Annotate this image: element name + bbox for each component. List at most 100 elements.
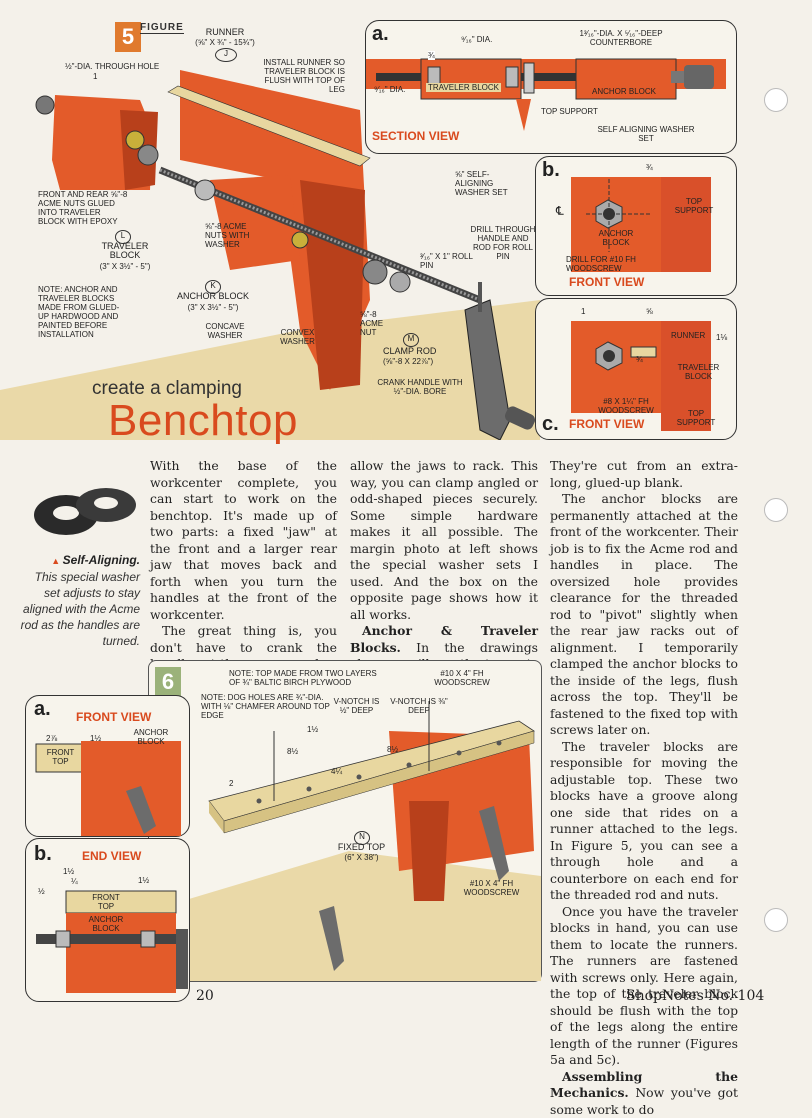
figure-6-screw-bottom: #10 x 4" Fh WOODSCREW — [454, 879, 529, 897]
binder-hole-middle — [764, 498, 788, 522]
inset-6b-d3: 1½ — [138, 876, 149, 885]
dim-1: 1 — [93, 72, 97, 81]
figure-6-number: 6 — [155, 667, 181, 697]
inset-5b-top-support: TOP SUPPORT — [674, 197, 714, 215]
install-runner-note: INSTALL RUNNER SO TRAVELER BLOCK IS FLUS… — [250, 58, 345, 94]
inset-6b-anchor: ANCHOR BLOCK — [86, 915, 126, 933]
figure-6-vnotch-2: V-NOTCH IS ⅜" DEEP — [389, 697, 449, 715]
washer-photo — [28, 480, 138, 540]
figure-6-note-2: NOTE: DOG HOLES ARE ¾"-DIA. WITH ⅛" CHAM… — [201, 693, 331, 720]
figure-6-d2: 8½ — [287, 747, 298, 756]
inset-6b-d4: ½ — [38, 887, 45, 896]
figure-6-fixed-top: FIXED TOP — [324, 843, 399, 852]
acme-nuts-washer-label: ⅝"-8 ACME NUTS WITH WASHER — [205, 222, 250, 249]
inset-5c-runner: RUNNER — [671, 331, 705, 340]
inset-6b-d2: ¼ — [71, 877, 78, 886]
blocks-note: NOTE: ANCHOR AND TRAVELER BLOCKS MADE FR… — [38, 285, 130, 339]
inset-5c-title: FRONT VIEW — [569, 417, 644, 431]
figure-6-note-1: NOTE: TOP MADE FROM TWO LAYERS OF ¾" BAL… — [229, 669, 379, 687]
inset-5a: a. ⁹⁄₁₆" DIA. 1³⁄₁₆"-DIA. x ⁵⁄₁₆"-DEEP C… — [365, 20, 737, 154]
col3-para-1: They're cut from an extra-long, glued-up… — [550, 458, 738, 491]
binder-hole-top — [764, 88, 788, 112]
clamp-rod-label: CLAMP ROD — [383, 347, 463, 356]
inset-6a-anchor: ANCHOR BLOCK — [126, 728, 176, 746]
inset-5a-counterbore: 1³⁄₁₆"-DIA. x ⁵⁄₁₆"-DEEP COUNTERBORE — [561, 29, 681, 47]
self-aligning-washer-label: ⅝" SELF-ALIGNING WASHER SET — [455, 170, 525, 197]
page-number: 20 — [196, 988, 214, 1004]
inset-5c-dim1: 1 — [581, 307, 585, 316]
roll-pin-label: ³⁄₁₆" x 1" ROLL PIN — [420, 252, 475, 270]
runner-label: RUNNER — [195, 28, 255, 37]
inset-5b-letter: b. — [542, 159, 560, 182]
inset-5b-anchor: ANCHOR BLOCK — [591, 229, 641, 247]
inset-5c-dim3: 1⅛ — [716, 333, 727, 342]
inset-6a-front-top: FRONT TOP — [38, 748, 83, 766]
inset-6b-letter: b. — [34, 843, 52, 866]
half-dia-hole-label: ½"-DIA. THROUGH HOLE — [65, 62, 185, 71]
caption-title-text: Self-Aligning. — [63, 553, 140, 567]
inset-5b: b. ¾ ℄ TOP SUPPORT ANCHOR BLOCK DRILL FO… — [535, 156, 737, 296]
col3-para-5: Assembling the Mechanics. Now you've got… — [550, 1069, 738, 1118]
inset-5a-anchor: ANCHOR BLOCK — [584, 87, 664, 96]
inset-5a-traveler: TRAVELER BLOCK — [426, 83, 501, 92]
anchor-block-label: ANCHOR BLOCK — [168, 292, 258, 301]
clamp-dims: (⅝"-8 x 22⅞") — [383, 357, 463, 366]
inset-5b-dim: ¾ — [646, 163, 653, 172]
inset-6a: a. FRONT VIEW 2⅞ 1½ ANCHOR BLOCK FRONT T… — [25, 695, 190, 837]
concave-washer-label: CONCAVE WASHER — [195, 322, 255, 340]
col3-para-2: The anchor blocks are permanently attach… — [550, 491, 738, 739]
inset-6a-d2: 1½ — [90, 734, 101, 743]
inset-6a-d1: 2⅞ — [46, 734, 57, 743]
inset-5a-top-support: TOP SUPPORT — [541, 107, 598, 116]
inset-5c-screw: #8 x 1¼" Fh WOODSCREW — [591, 397, 661, 415]
figure-6-d1: 1½ — [307, 725, 318, 734]
inset-5a-washer: SELF ALIGNING WASHER SET — [591, 125, 701, 143]
runner-letter: J — [215, 48, 237, 62]
inset-5c-top-support: TOP SUPPORT — [676, 409, 716, 427]
caption-body: This special washer set adjusts to stay … — [20, 569, 140, 649]
figure-6-d3: 8½ — [387, 745, 398, 754]
magazine-issue: ShopNotes No. 104 — [626, 988, 764, 1004]
inset-5b-cl: ℄ — [556, 207, 564, 216]
inset-5a-three-quarter: ¾ — [428, 51, 435, 60]
inset-5c: 1 ⅝ RUNNER 1⅛ ¾ TRAVELER BLOCK #8 x 1¼" … — [535, 298, 737, 440]
acme-nut-label: ⅝"-8 ACME NUT — [360, 310, 400, 337]
inset-6b: b. END VIEW 1½ ¼ 1½ ½ FRONT TOP ANCHOR B… — [25, 838, 190, 1002]
traveler-block-label: TRAVELER BLOCK — [90, 242, 160, 260]
inset-5c-letter: c. — [542, 413, 559, 436]
inset-5a-dia: ⁹⁄₁₆" DIA. — [461, 35, 492, 44]
inset-6a-title: FRONT VIEW — [76, 710, 151, 724]
figure-6-d4: 4¼ — [331, 767, 342, 776]
binder-hole-bottom — [764, 908, 788, 932]
col3-para-4: Once you have the traveler blocks in han… — [550, 904, 738, 1069]
col2-para-1: allow the jaws to rack. This way, you ca… — [350, 458, 538, 623]
convex-washer-label: CONVEX WASHER — [270, 328, 325, 346]
figure-6: 6 NOTE: TOP MADE FROM TWO LAYERS OF ¾" B… — [148, 660, 542, 982]
figure-6-vnotch-1: V-NOTCH IS ½" DEEP — [329, 697, 384, 715]
figure-5-number: 5 — [115, 22, 141, 52]
figure-5-word: FIGURE — [140, 22, 184, 34]
inset-5c-dim2: ⅝ — [646, 307, 653, 316]
figure-6-fixed-dims: (6" x 38") — [324, 853, 399, 862]
drill-roll-pin-label: DRILL THROUGH HANDLE AND ROD FOR ROLL PI… — [468, 225, 538, 261]
traveler-dims: (3" x 3½" - 5") — [80, 262, 170, 271]
figure-6-d5: 2 — [229, 779, 233, 788]
caption-title: ▲ Self-Aligning. — [28, 553, 140, 567]
runner-dims: (⅝" x ¾" - 15¾") — [175, 38, 275, 47]
inset-6b-title: END VIEW — [82, 849, 141, 863]
inset-6b-front-top: FRONT TOP — [86, 893, 126, 911]
anchor-dims: (3" x 3½" - 5") — [168, 303, 258, 312]
inset-5b-drill: DRILL FOR #10 Fh WOODSCREW — [566, 255, 676, 273]
column-3: They're cut from an extra-long, glued-up… — [550, 458, 738, 1118]
col1-para-1: With the base of the workcenter complete… — [150, 458, 337, 623]
inset-6a-letter: a. — [34, 698, 51, 721]
caption-triangle-icon: ▲ — [51, 556, 62, 566]
inset-5b-title: FRONT VIEW — [569, 275, 644, 289]
inset-5a-letter: a. — [372, 23, 389, 46]
clamp-letter: M — [403, 333, 419, 347]
inset-6b-d1: 1½ — [63, 867, 74, 876]
inset-5c-traveler: TRAVELER BLOCK — [676, 363, 721, 381]
heading-big: Benchtop — [108, 396, 298, 446]
col3-para-3: The traveler blocks are responsible for … — [550, 739, 738, 904]
front-rear-nuts-label: FRONT AND REAR ⅝"-8 ACME NUTS GLUED INTO… — [38, 190, 128, 226]
